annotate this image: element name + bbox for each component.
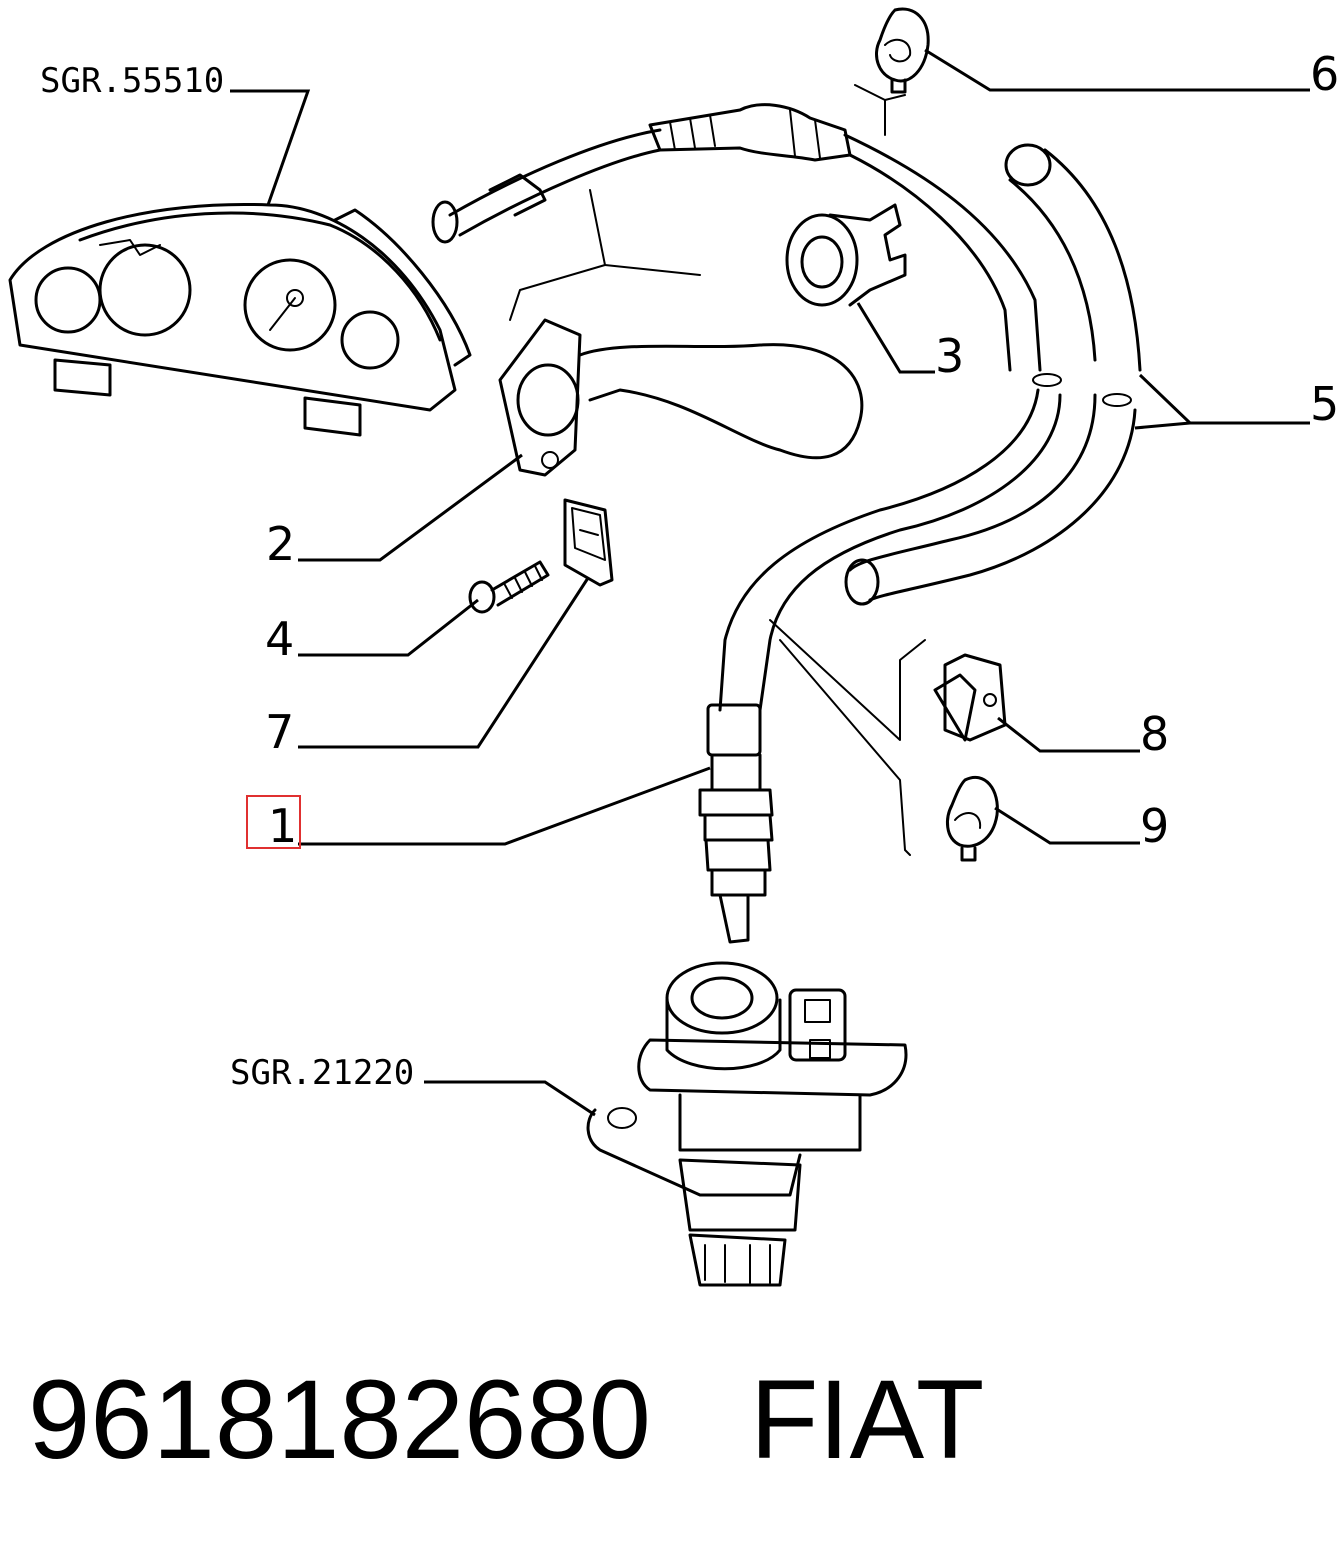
instrument-cluster-drawing [8, 202, 472, 437]
speedometer-cable-drawing [431, 103, 1062, 944]
gearbox-housing-drawing [586, 961, 908, 1287]
leader-7 [298, 577, 590, 749]
callout-9[interactable]: 9 [1140, 799, 1169, 853]
callout-1-highlight [246, 795, 301, 849]
clip-8-drawing [933, 653, 1007, 742]
flange-drawing [498, 318, 864, 477]
callout-4[interactable]: 4 [265, 612, 294, 666]
callout-3[interactable]: 3 [935, 329, 964, 383]
ref-sgr-21220: SGR.21220 [230, 1053, 414, 1093]
callout-5[interactable]: 5 [1310, 377, 1339, 431]
callout-6[interactable]: 6 [1310, 47, 1339, 101]
hose-drawing [844, 143, 1142, 606]
footer-part-number: 9618182680 [28, 1357, 651, 1482]
grommet-drawing [785, 203, 907, 307]
leader-6 [924, 48, 1310, 92]
leader-1 [298, 766, 711, 846]
footer-brand: FIAT [750, 1357, 984, 1482]
clip-6-drawing [854, 7, 930, 136]
callout-2[interactable]: 2 [266, 517, 295, 571]
leader-4 [298, 598, 479, 657]
screw-drawing [468, 560, 550, 614]
leader-2 [298, 453, 523, 562]
leader-5b [1134, 421, 1191, 430]
leader-3 [856, 302, 935, 374]
leader-sgr-21220 [424, 1080, 596, 1117]
leader-9 [994, 806, 1140, 845]
ref-sgr-55510: SGR.55510 [40, 61, 224, 101]
leader-sgr-55510 [230, 89, 311, 206]
callout-8[interactable]: 8 [1140, 707, 1169, 761]
callout-7[interactable]: 7 [265, 705, 294, 759]
clip-9-drawing [946, 776, 999, 862]
leader-5a [1138, 373, 1310, 425]
leader-8 [997, 716, 1140, 753]
clip-7-drawing [563, 498, 614, 587]
callout-1[interactable]: 1 [268, 799, 297, 853]
